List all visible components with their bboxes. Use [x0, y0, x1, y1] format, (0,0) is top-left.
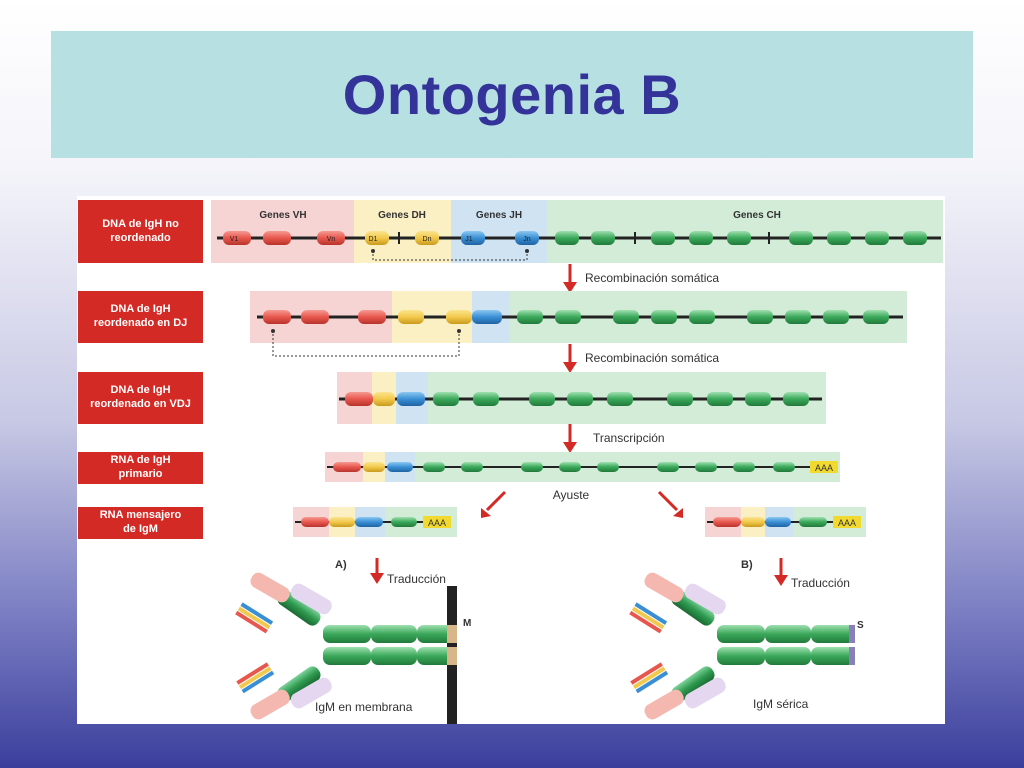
gene-header-d: Genes DH: [378, 210, 426, 221]
mrna-secreted: AAA: [705, 507, 866, 537]
segment-label: Jn: [523, 236, 531, 243]
row-dj-rearranged-dna: [250, 291, 907, 357]
title-bar: Ontogenia B: [51, 31, 973, 158]
recombination-bracket: [372, 250, 528, 261]
gene-header-c: Genes CH: [733, 210, 781, 221]
row-label-primary-rna: RNA de IgH primario: [78, 452, 203, 484]
translation-arrow-a: [370, 558, 384, 584]
step-label-translation-a: Traducción: [387, 572, 446, 586]
row-vdj-rearranged-dna: [337, 372, 826, 424]
secreted-marker: S: [857, 620, 864, 631]
d-gene-segment: [365, 231, 389, 245]
step-arrow: [563, 344, 577, 373]
step-arrow: [563, 424, 577, 453]
v-gene-segment: [223, 231, 251, 245]
row-label-vdj-rearranged-dna: DNA de IgH reordenado en VDJ: [78, 372, 203, 424]
d-gene-segment: [415, 231, 439, 245]
v-gene-segment: [317, 231, 345, 245]
ontogeny-diagram: Genes VH Genes DH Genes JH Genes CH V1 V…: [77, 196, 945, 724]
v-gene-segment: [263, 231, 291, 245]
row-primary-rna: AAA: [325, 452, 840, 482]
igm-secreted-molecule: S: [629, 572, 864, 720]
step-label-recombination-2: Recombinación somática: [585, 351, 719, 365]
gene-header-v: Genes VH: [259, 210, 306, 221]
poly-a-tail: AAA: [815, 463, 833, 473]
row-unrearranged-dna: Genes VH Genes DH Genes JH Genes CH V1 V…: [211, 200, 943, 263]
diagram-canvas: Genes VH Genes DH Genes JH Genes CH V1 V…: [211, 200, 943, 724]
caption-membrane-igm: IgM en membrana: [315, 700, 413, 714]
segment-label: Dn: [423, 236, 432, 243]
segment-label: J1: [465, 236, 473, 243]
panel-b-label: B): [741, 559, 753, 571]
step-label-splicing: Ayuste: [553, 488, 590, 502]
segment-label: Vn: [327, 236, 336, 243]
step-label-recombination-1: Recombinación somática: [585, 271, 719, 285]
gene-header-j: Genes JH: [476, 210, 522, 221]
row-label-unrearranged-dna: DNA de IgH no reordenado: [78, 200, 203, 263]
splicing-arrow-left: [481, 490, 507, 518]
panel-a-label: A): [335, 559, 347, 571]
slide-title: Ontogenia B: [342, 63, 682, 126]
poly-a-tail: AAA: [838, 518, 856, 528]
mrna-membrane: AAA: [293, 507, 457, 537]
translation-arrow-b: [774, 558, 788, 586]
splicing-arrow-right: [657, 490, 683, 518]
segment-label: D1: [369, 236, 378, 243]
caption-secreted-igm: IgM sérica: [753, 697, 809, 711]
step-label-transcription: Transcripción: [593, 431, 665, 445]
igm-membrane-molecule: M: [235, 572, 471, 724]
step-arrow: [563, 264, 577, 293]
row-label-dj-rearranged-dna: DNA de IgH reordenado en DJ: [78, 291, 203, 343]
j-gene-segment: [461, 231, 485, 245]
row-label-mrna: RNA mensajero de IgM: [78, 507, 203, 539]
c-gene-cluster: [398, 231, 927, 245]
segment-label: V1: [230, 236, 239, 243]
j-gene-segment: [515, 231, 539, 245]
membrane-marker: M: [463, 618, 471, 629]
step-label-translation-b: Traducción: [791, 576, 850, 590]
poly-a-tail: AAA: [428, 518, 446, 528]
